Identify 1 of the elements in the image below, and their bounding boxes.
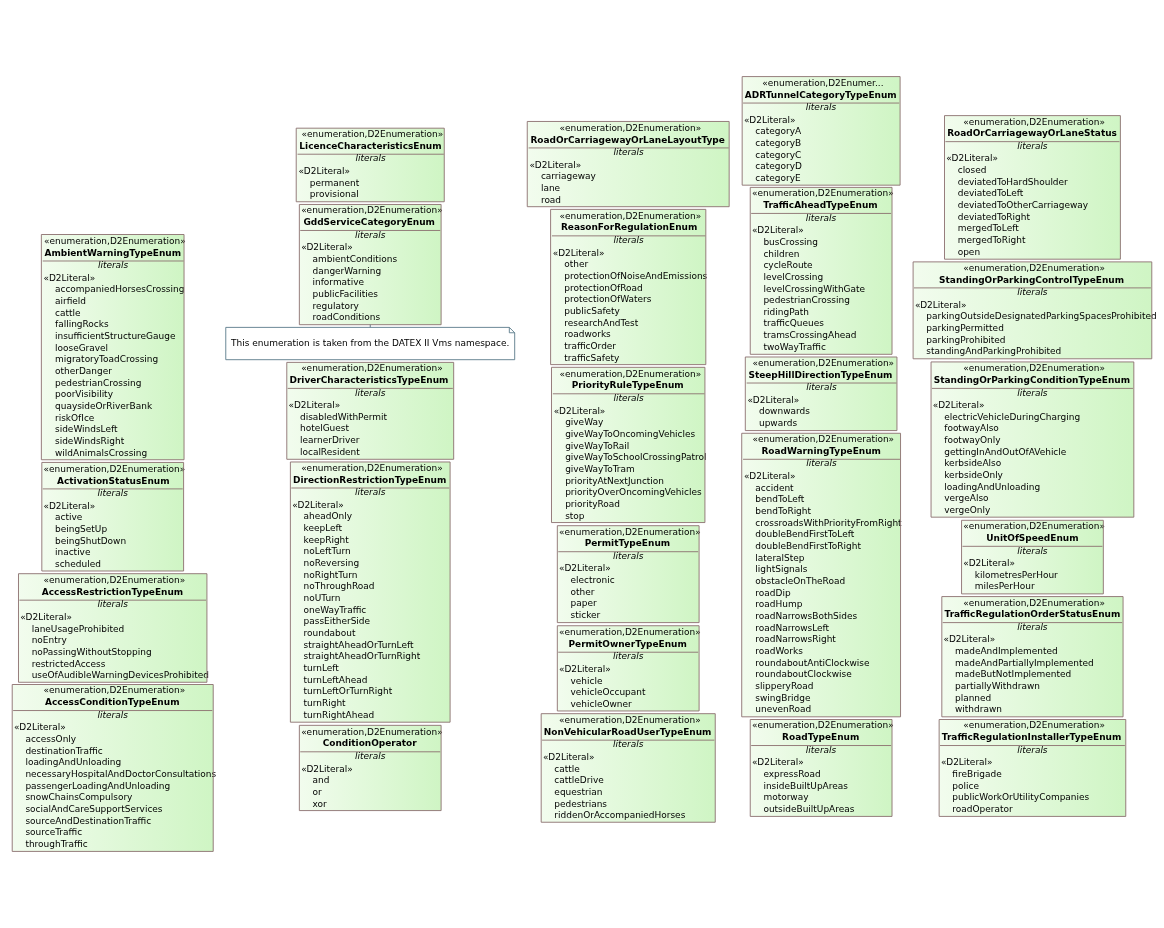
- connector: [369, 324, 371, 328]
